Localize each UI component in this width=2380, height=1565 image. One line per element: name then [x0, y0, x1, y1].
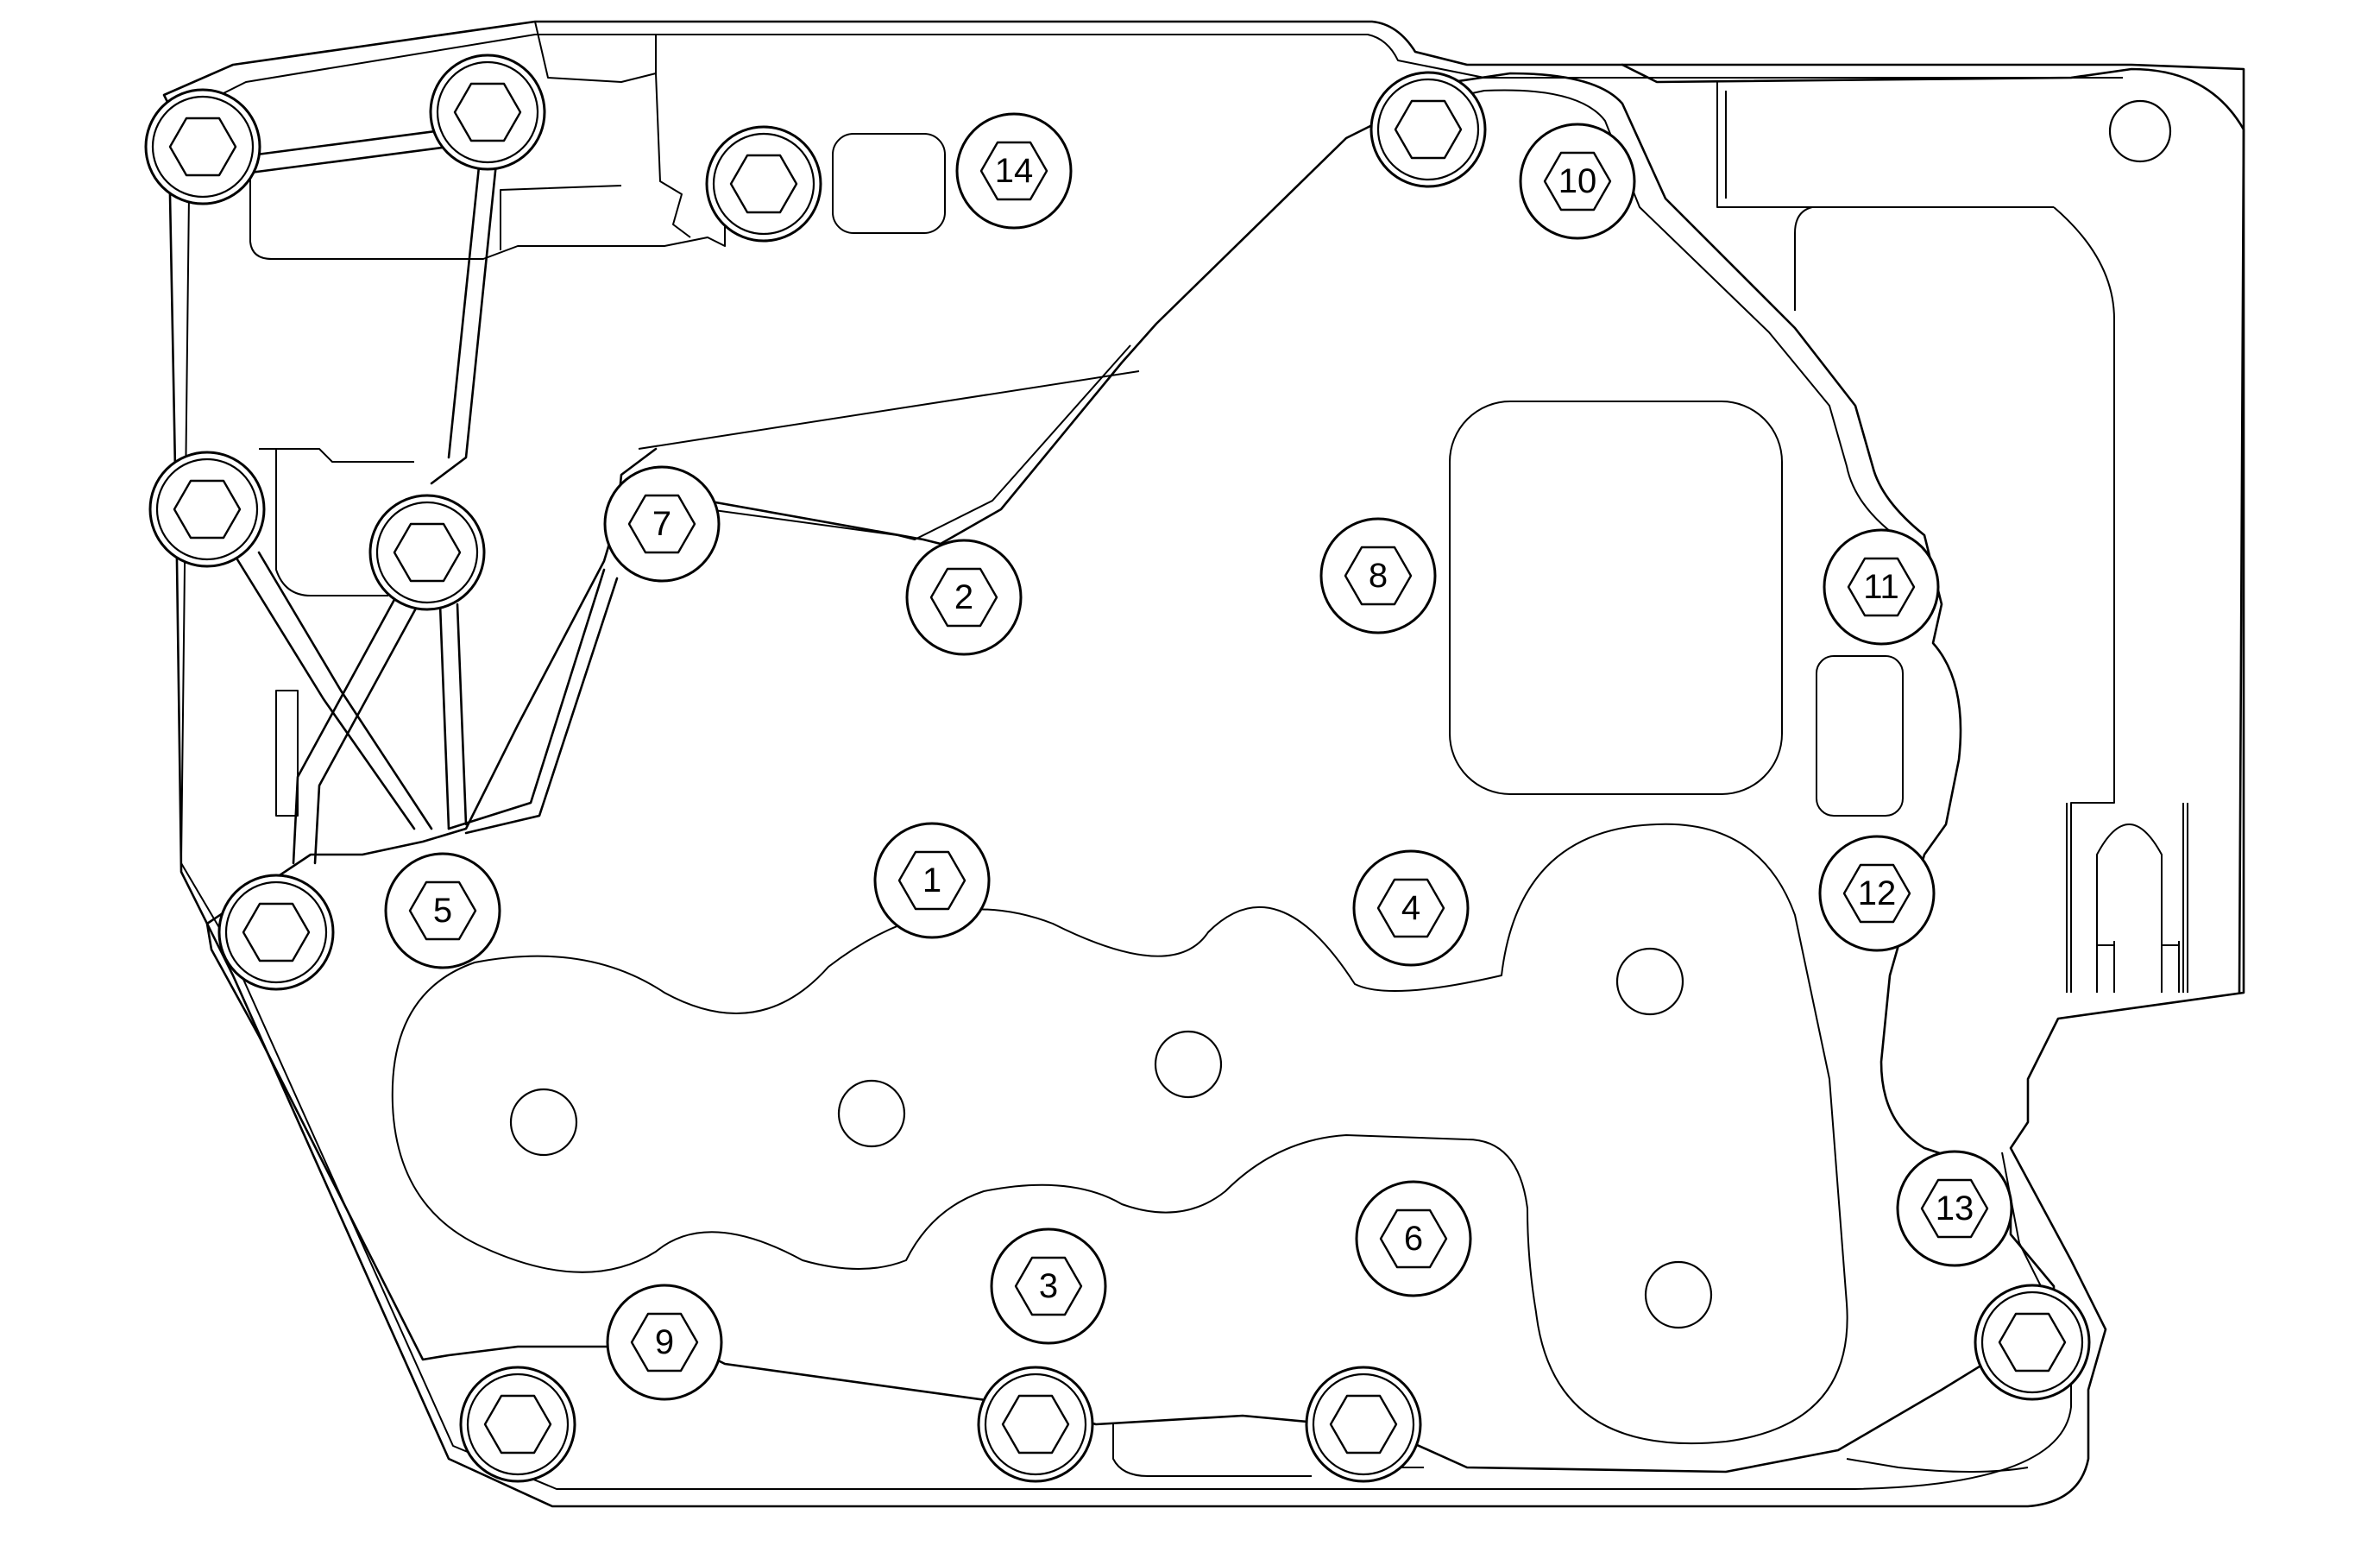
bolt-12: 12: [1818, 835, 1936, 952]
bolt: [148, 451, 266, 568]
bolt: [1974, 1284, 2091, 1401]
bolt-4-label: 4: [1401, 889, 1420, 927]
bolt-11: 11: [1823, 528, 1940, 646]
left-ribs: [231, 119, 619, 865]
bolt: [459, 1366, 576, 1483]
bolt: [705, 125, 822, 243]
bolt-6: 6: [1355, 1180, 1472, 1297]
bolt-14: 14: [955, 112, 1073, 230]
bolt-8: 8: [1319, 517, 1437, 634]
bolt-9-label: 9: [655, 1323, 674, 1361]
bolt-13: 13: [1896, 1150, 2013, 1267]
bolt-2: 2: [905, 539, 1023, 656]
bolt-1-label: 1: [922, 861, 941, 899]
bolt-5-label: 5: [433, 892, 452, 930]
bolt-14-label: 14: [995, 152, 1034, 190]
solenoid-hole-4: [1615, 947, 1684, 1016]
bolt-2-label: 2: [954, 578, 973, 616]
housing-outline: [162, 20, 2245, 1508]
upper-passages: [249, 21, 946, 817]
bracket-mount-hole: [2108, 99, 2172, 163]
bolt-7: 7: [603, 465, 721, 583]
solenoid-hole-2: [837, 1079, 906, 1148]
solenoid-hole-1: [509, 1088, 578, 1157]
bolt: [144, 88, 261, 205]
upper-window: [1449, 401, 1904, 817]
bolt-5: 5: [384, 852, 501, 969]
bolt: [1369, 71, 1487, 188]
bolt-4: 4: [1352, 849, 1470, 967]
bolt-6-label: 6: [1404, 1220, 1423, 1258]
solenoid-cavity: [391, 823, 1848, 1445]
unlabeled-bolts: [144, 54, 2091, 1483]
solenoid-hole-5: [1644, 1260, 1713, 1329]
bolt: [217, 874, 335, 991]
bolt-3: 3: [990, 1227, 1107, 1345]
solenoid-hole-3: [1154, 1030, 1223, 1099]
bolt-1: 1: [873, 822, 991, 939]
bolt-8-label: 8: [1369, 557, 1388, 595]
labeled-bolts: 1 2 3 4 5 6 7 8: [384, 112, 2013, 1401]
bolt-10-label: 10: [1558, 162, 1597, 200]
bolt-11-label: 11: [1863, 568, 1899, 606]
bolt-10: 10: [1519, 123, 1636, 240]
bolt-13-label: 13: [1936, 1190, 1974, 1227]
bolt-12-label: 12: [1858, 874, 1897, 912]
bolt-3-label: 3: [1039, 1267, 1058, 1305]
bolt-9: 9: [606, 1284, 723, 1401]
bolt: [1305, 1366, 1422, 1483]
bolt: [977, 1366, 1094, 1483]
bolt-7-label: 7: [652, 505, 671, 543]
side-bracket: [1621, 63, 2245, 994]
bolt: [429, 54, 546, 171]
bolt: [368, 494, 486, 611]
